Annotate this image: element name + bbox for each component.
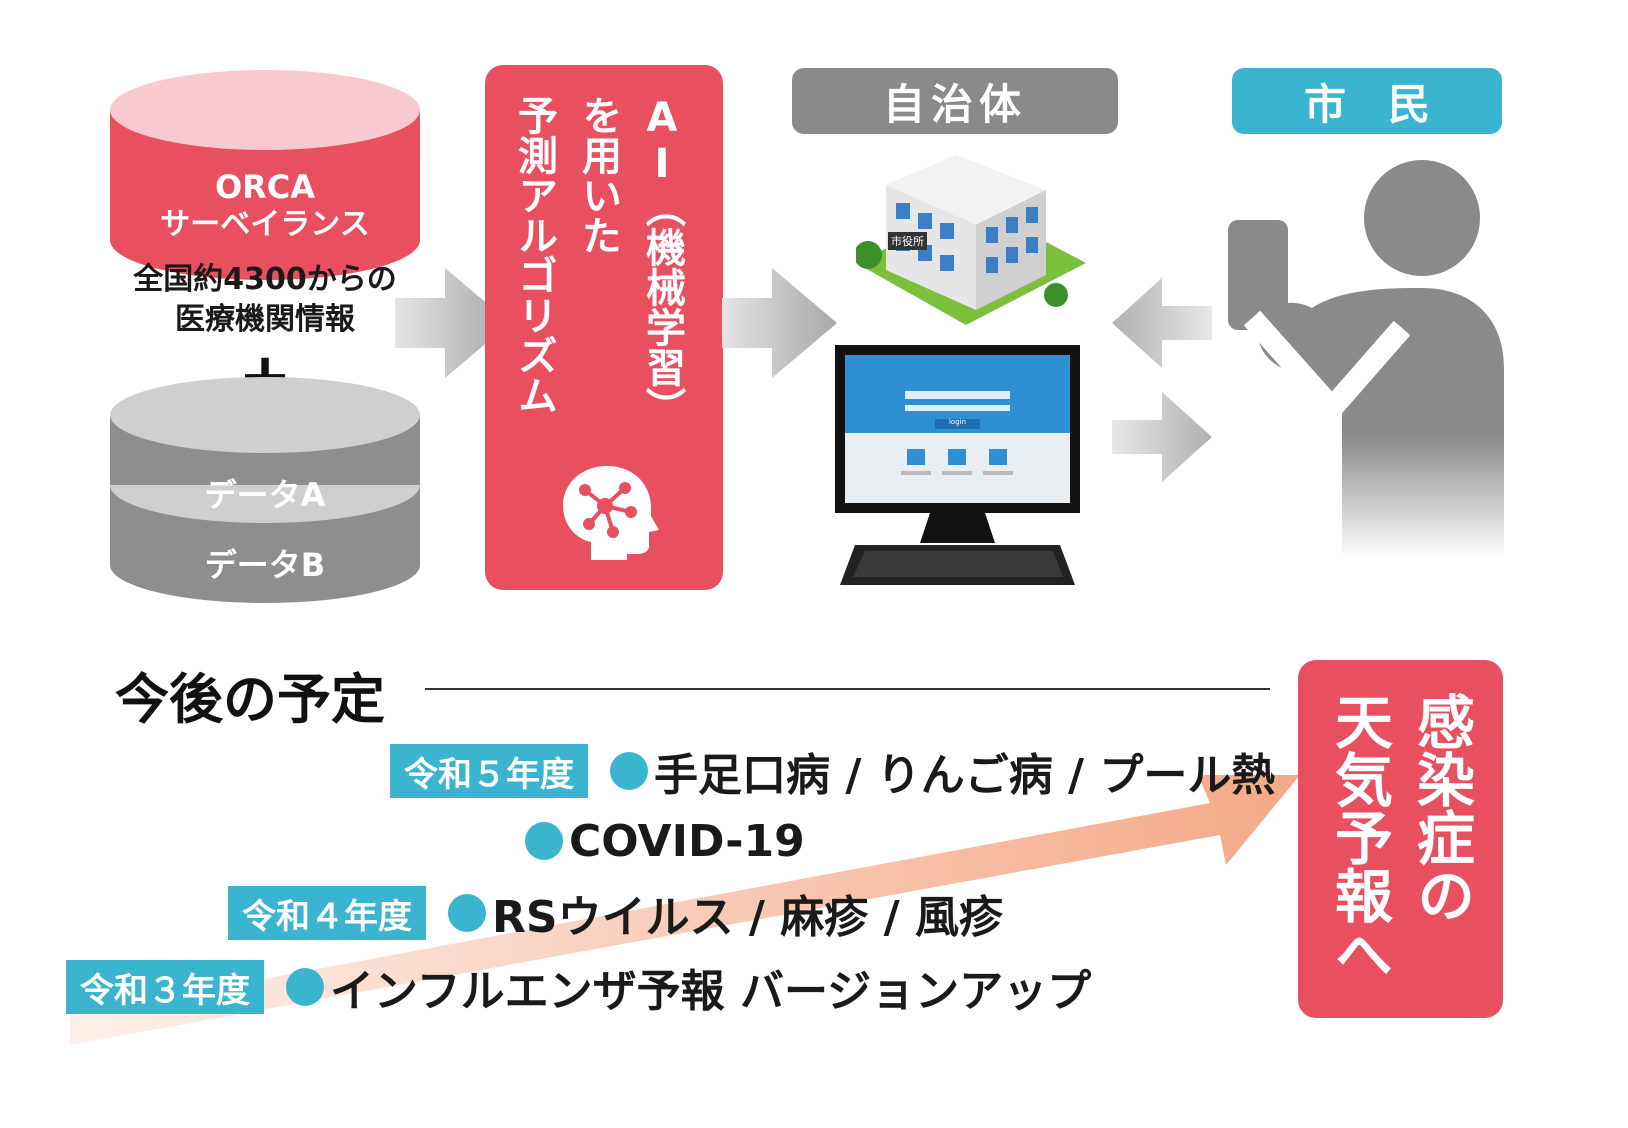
data-cylinders: [110, 377, 420, 603]
schedule-row-r4: 令和４年度 RSウイルス / 麻疹 / 風疹: [228, 886, 1003, 943]
arrow-right-icon-2: [722, 268, 837, 378]
goal-box: 感染症の 天気予報へ: [1298, 660, 1503, 1018]
goal-text-2: 天気予報へ: [1325, 692, 1393, 982]
arrow-right-icon-3: [1112, 392, 1212, 482]
year-tag: 令和３年度: [66, 960, 264, 1014]
bullet-icon: [610, 752, 648, 790]
bullet-icon: [525, 822, 563, 860]
bullet-icon: [448, 894, 486, 932]
ai-label-2: を用いた: [575, 95, 621, 255]
orca-label: ORCA サーベイランス: [160, 168, 370, 242]
schedule-item: RSウイルス / 麻疹 / 風疹: [492, 892, 1003, 943]
schedule-row-r3: 令和３年度 インフルエンザ予報 バージョンアップ: [66, 960, 1091, 1017]
city-hall-sign: 市役所: [888, 232, 927, 250]
database-section: ORCA サーベイランス 全国約4300からの 医療機関情報 + データA デー…: [110, 70, 420, 630]
ai-label: AI（機械学習）: [639, 95, 685, 427]
citizen-header: 市 民: [1232, 68, 1502, 134]
login-button: login: [948, 418, 967, 426]
data-a-label: データA: [204, 476, 326, 514]
heading-divider: [425, 688, 1270, 690]
schedule-row-r5: 令和５年度 手足口病 / りんご病 / プール熱: [390, 744, 1275, 801]
ai-algorithm-box: AI（機械学習） を用いた 予測アルゴリズム: [485, 65, 723, 590]
schedule-heading: 今後の予定: [115, 668, 385, 731]
schedule-item: インフルエンザ予報 バージョンアップ: [330, 966, 1092, 1017]
year-tag: 令和５年度: [390, 744, 588, 798]
year-tag: 令和４年度: [228, 886, 426, 940]
data-b-label: データB: [204, 546, 326, 584]
goal-text-1: 感染症の: [1407, 692, 1475, 924]
schedule-row-covid: COVID-19: [525, 814, 805, 868]
monitor-icon: [835, 345, 1080, 585]
brain-network-icon: [563, 466, 659, 560]
ai-label-3: 予測アルゴリズム: [511, 95, 557, 415]
orca-cylinder: [110, 70, 420, 280]
arrow-left-icon: [1112, 278, 1212, 368]
schedule-item: 手足口病 / りんご病 / プール熱: [654, 750, 1276, 801]
schedule-item: COVID-19: [569, 815, 805, 867]
municipality-header: 自治体: [792, 68, 1118, 134]
arrow-right-icon: [395, 268, 510, 378]
city-hall-icon: [856, 155, 1086, 325]
bullet-icon: [286, 968, 324, 1006]
person-with-phone-icon: [1228, 160, 1504, 558]
data-source-caption: 全国約4300からの 医療機関情報: [133, 262, 397, 337]
progress-arrow: [70, 775, 1300, 1045]
